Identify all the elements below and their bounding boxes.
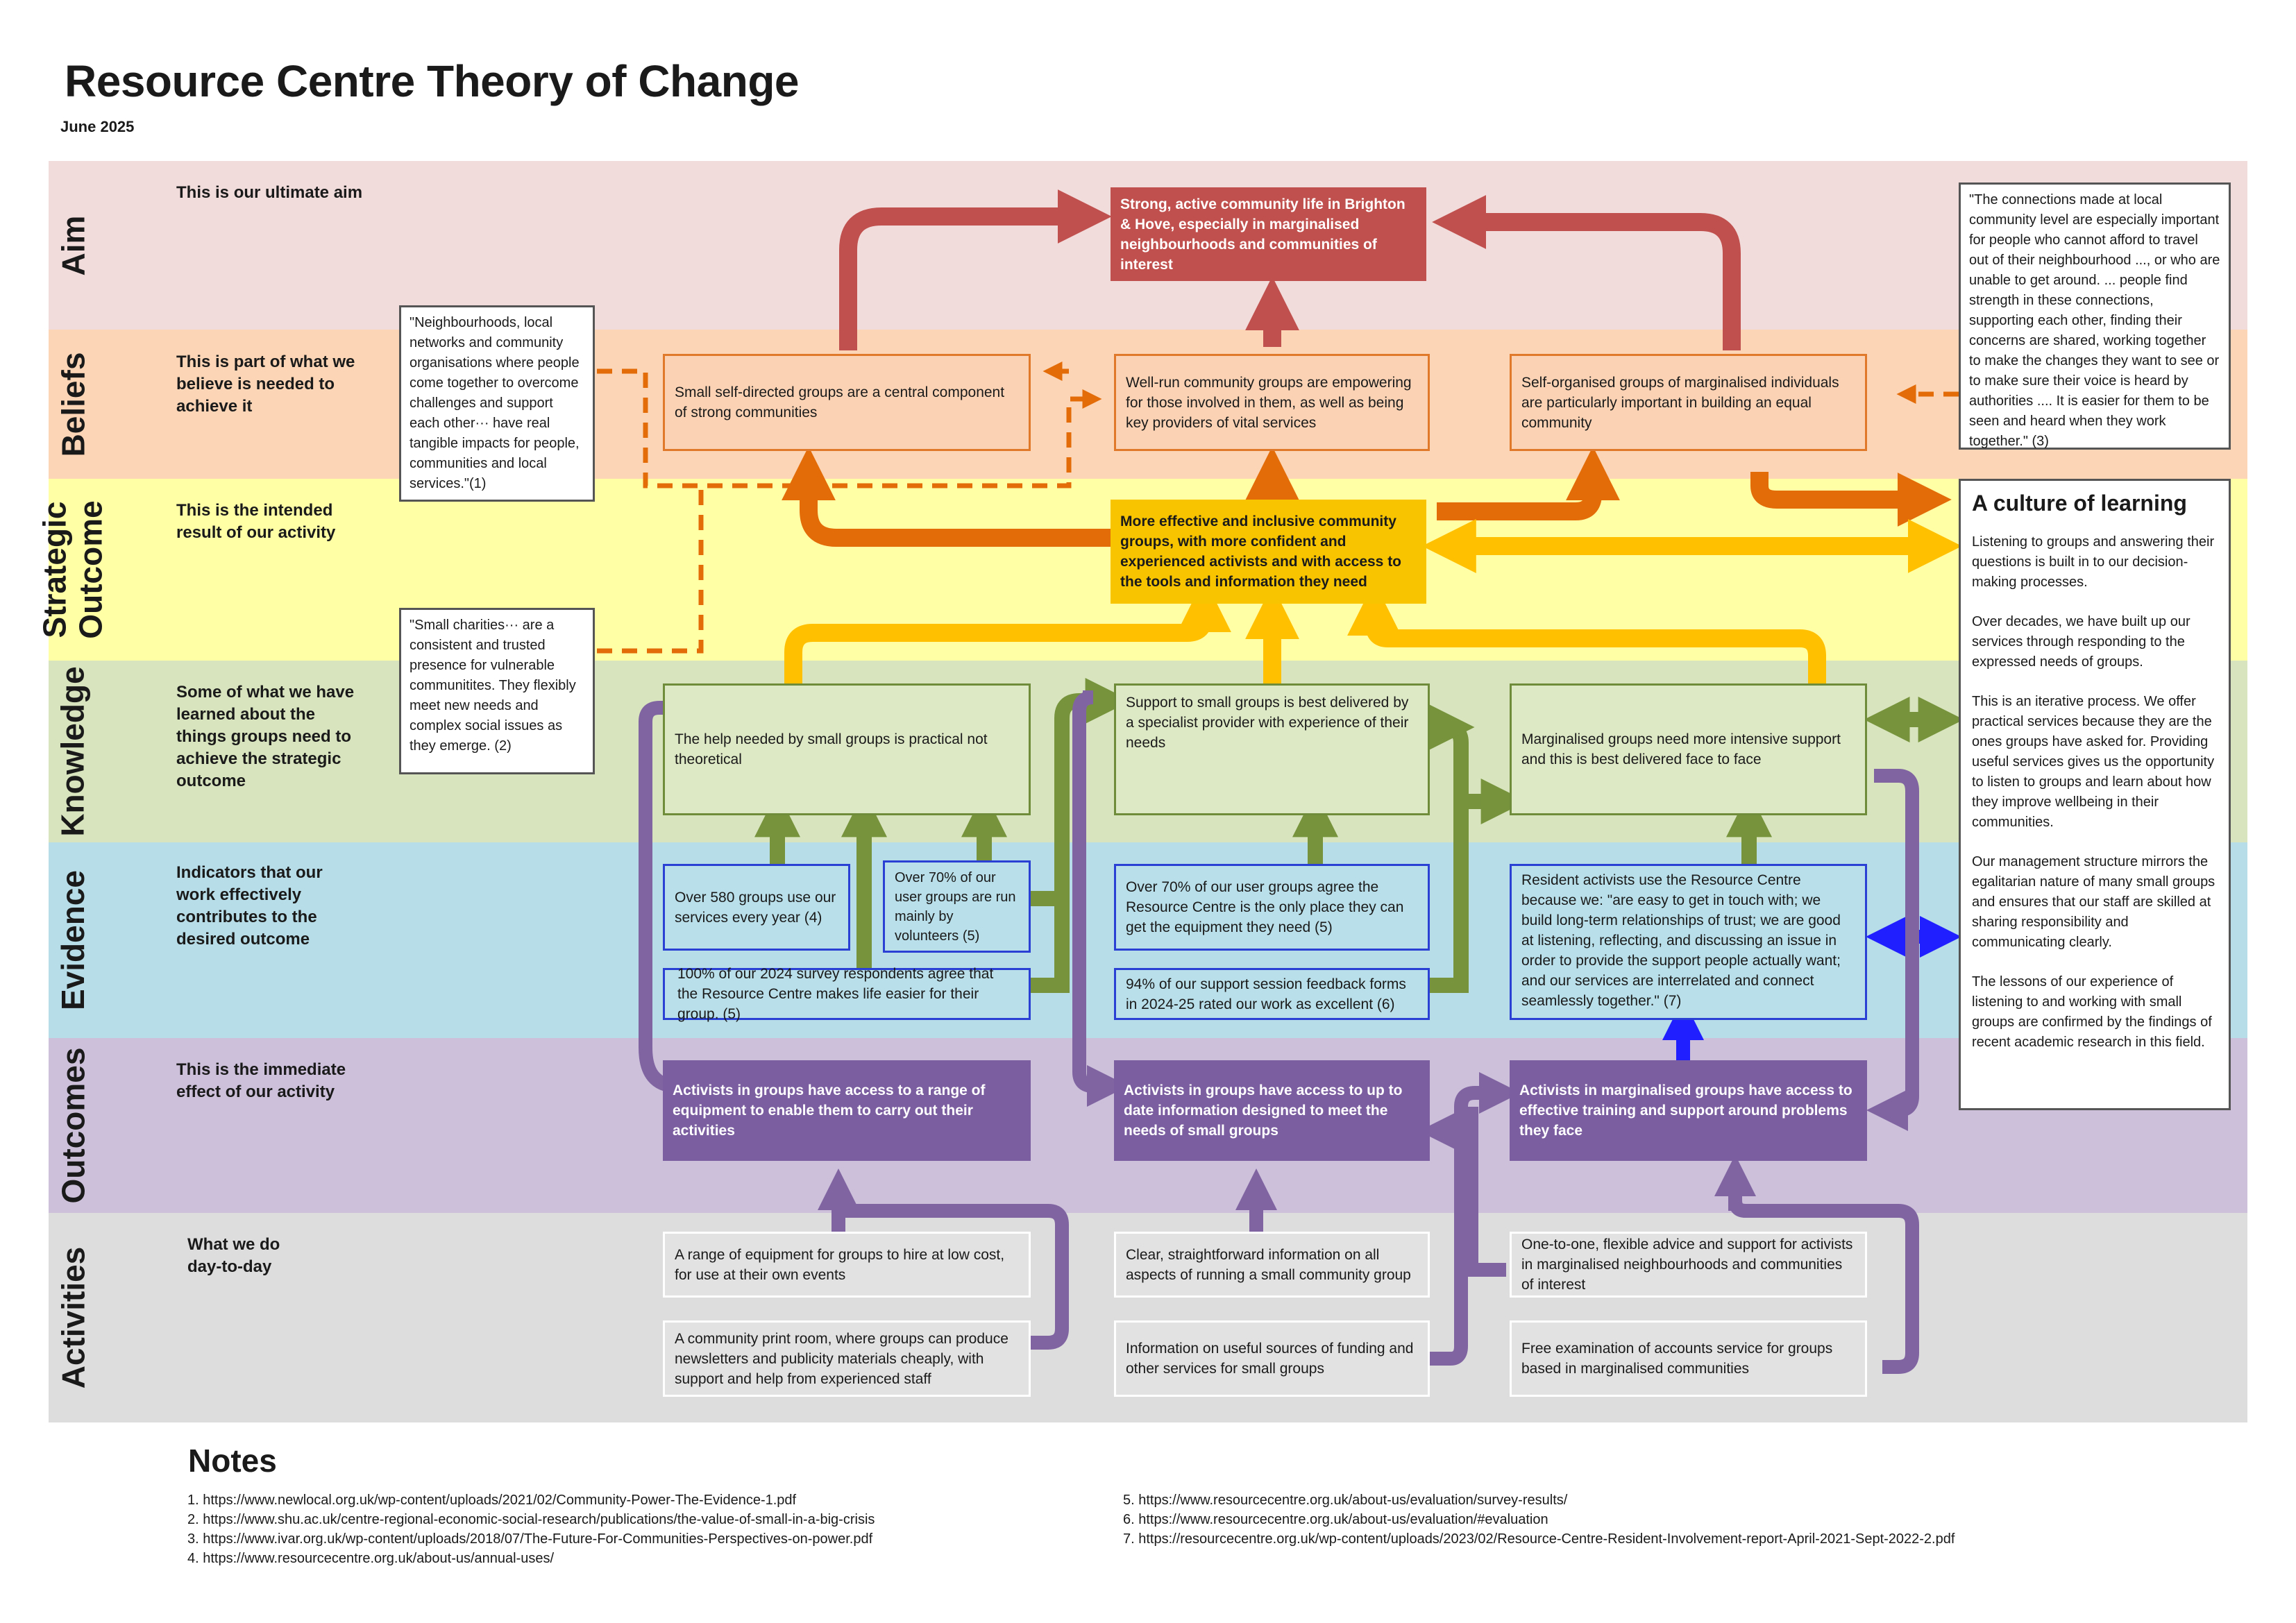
- outcomes-desc: This is the immediate effect of our acti…: [176, 1060, 346, 1101]
- evidence-box-3: 100% of our 2024 survey respondents agre…: [663, 966, 1031, 1022]
- culture-p2: Over decades, we have built up our servi…: [1972, 614, 2191, 670]
- outcome-box-3: Activists in marginalised groups have ac…: [1510, 1060, 1867, 1161]
- strategic-desc: This is the intended result of our activ…: [176, 501, 336, 542]
- beliefs-desc: This is part of what we believe is neede…: [176, 352, 355, 416]
- note-item: 2. https://www.shu.ac.uk/centre-regional…: [187, 1512, 875, 1527]
- culture-title: A culture of learning: [1972, 491, 2187, 516]
- strategic-outcome-box: More effective and inclusive community g…: [1111, 500, 1426, 604]
- quote-box-1: "Neighbourhoods, local networks and comm…: [399, 305, 595, 502]
- activity-box-3: Clear, straightforward information on al…: [1114, 1232, 1430, 1298]
- page-title: Resource Centre Theory of Change: [65, 56, 800, 106]
- knowledge-box-2: Support to small groups is best delivere…: [1114, 683, 1430, 815]
- culture-p5: The lessons of our experience of listeni…: [1972, 974, 2212, 1050]
- knowledge-desc: Some of what we have learned about the t…: [176, 683, 355, 790]
- knowledge-box-3: Marginalised groups need more intensive …: [1510, 683, 1867, 815]
- notes-title: Notes: [188, 1443, 277, 1479]
- notes-right-column: 5. https://www.resourcecentre.org.uk/abo…: [1123, 1490, 1955, 1549]
- page-date: June 2025: [60, 118, 135, 135]
- activity-box-1: A range of equipment for groups to hire …: [663, 1232, 1031, 1298]
- culture-of-learning-panel: A culture of learning Listening to group…: [1959, 479, 2231, 1110]
- evidence-box-4: Over 70% of our user groups agree the Re…: [1114, 864, 1430, 951]
- aim-desc: This is our ultimate aim: [176, 183, 363, 202]
- culture-p1: Listening to groups and answering their …: [1972, 534, 2215, 590]
- evidence-box-5: 94% of our support session feedback form…: [1114, 968, 1430, 1020]
- activity-box-5: One-to-one, flexible advice and support …: [1510, 1232, 1867, 1298]
- quote-box-3: "The connections made at local community…: [1959, 182, 2231, 450]
- note-item: 3. https://www.ivar.org.uk/wp-content/up…: [187, 1531, 873, 1547]
- note-item: 6. https://www.resourcecentre.org.uk/abo…: [1123, 1512, 1548, 1527]
- notes-left-column: 1. https://www.newlocal.org.uk/wp-conten…: [187, 1490, 875, 1568]
- activity-box-2: A community print room, where groups can…: [663, 1320, 1031, 1397]
- activities-desc: What we do day-to-day: [187, 1235, 280, 1276]
- evidence-box-6: Resident activists use the Resource Cent…: [1510, 864, 1867, 1020]
- knowledge-box-1: The help needed by small groups is pract…: [663, 683, 1031, 815]
- culture-p3: This is an iterative process. We offer p…: [1972, 694, 2215, 830]
- belief-box-3: Self-organised groups of marginalised in…: [1510, 354, 1867, 451]
- belief-box-1: Small self-directed groups are a central…: [663, 354, 1031, 451]
- outcome-box-2: Activists in groups have access to up to…: [1114, 1060, 1430, 1161]
- activity-box-4: Information on useful sources of funding…: [1114, 1320, 1430, 1397]
- evidence-box-2: Over 70% of our user groups are run main…: [883, 860, 1031, 953]
- belief-box-2: Well-run community groups are empowering…: [1114, 354, 1430, 451]
- culture-p4: Our management structure mirrors the ega…: [1972, 854, 2215, 950]
- activity-box-6: Free examination of accounts service for…: [1510, 1320, 1867, 1397]
- note-item: 7. https://resourcecentre.org.uk/wp-cont…: [1123, 1531, 1955, 1547]
- outcome-box-1: Activists in groups have access to a ran…: [663, 1060, 1031, 1161]
- note-item: 4. https://www.resourcecentre.org.uk/abo…: [187, 1551, 555, 1566]
- evidence-box-1: Over 580 groups use our services every y…: [663, 864, 850, 951]
- evidence-desc: Indicators that our work effectively con…: [176, 863, 323, 949]
- note-item: 5. https://www.resourcecentre.org.uk/abo…: [1123, 1493, 1568, 1508]
- note-item: 1. https://www.newlocal.org.uk/wp-conten…: [187, 1493, 797, 1508]
- aim-box: Strong, active community life in Brighto…: [1111, 187, 1426, 281]
- quote-box-2: "Small charities··· are a consistent and…: [399, 608, 595, 774]
